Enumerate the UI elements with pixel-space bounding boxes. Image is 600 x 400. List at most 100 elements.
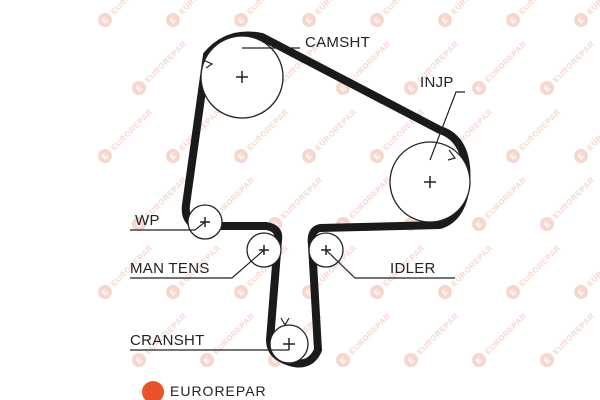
watermark-logo-icon <box>98 285 112 299</box>
watermark-text: EUROREPAR <box>109 0 154 16</box>
watermark-text: EUROREPAR <box>585 107 600 152</box>
watermark-logo-icon <box>506 285 520 299</box>
watermark-text: EUROREPAR <box>517 107 562 152</box>
watermark-logo-letter: E <box>474 219 485 230</box>
watermark-logo-icon <box>574 13 588 27</box>
watermark-logo-letter: E <box>406 355 417 366</box>
watermark-logo-icon <box>336 353 350 367</box>
watermark-logo-letter: E <box>270 355 281 366</box>
watermark-text: EUROREPAR <box>449 0 494 16</box>
watermark-text: EUROREPAR <box>245 0 290 16</box>
watermark-logo-letter: E <box>236 287 247 298</box>
watermark-logo-letter: E <box>576 15 587 26</box>
watermark-logo-icon <box>574 149 588 163</box>
watermark-text: EUROREPAR <box>313 107 358 152</box>
watermark-logo-icon <box>540 353 554 367</box>
watermark-text: EUROREPAR <box>279 175 324 220</box>
crankshaft-pulley <box>269 324 309 364</box>
watermark-logo-letter: E <box>304 151 315 162</box>
timing-mark-injection-pump <box>447 149 457 161</box>
watermark-logo-letter: E <box>372 151 383 162</box>
watermark-logo-icon <box>438 13 452 27</box>
watermark-logo-letter: E <box>134 219 145 230</box>
watermark-text: EUROREPAR <box>483 311 528 356</box>
watermark-logo-icon <box>404 81 418 95</box>
watermark-text: EUROREPAR <box>449 243 494 288</box>
injection-pump-pulley <box>389 141 471 223</box>
watermark-logo-icon <box>404 353 418 367</box>
watermark-logo-letter: E <box>372 15 383 26</box>
watermark-logo-letter: E <box>134 355 145 366</box>
watermark-logo-icon <box>506 13 520 27</box>
watermark-logo-letter: E <box>474 355 485 366</box>
watermark-logo-icon <box>234 13 248 27</box>
watermark-logo-icon <box>540 217 554 231</box>
watermark-logo-letter: E <box>236 15 247 26</box>
watermark-text: EUROREPAR <box>483 39 528 84</box>
label-injection-pump: INJP <box>420 74 454 91</box>
watermark-logo-letter: E <box>236 151 247 162</box>
watermark-logo-letter: E <box>168 287 179 298</box>
timing-mark-crankshaft <box>280 317 290 327</box>
watermark-logo-icon <box>302 13 316 27</box>
watermark-logo-letter: E <box>338 355 349 366</box>
watermark-logo-icon <box>98 149 112 163</box>
watermark-logo-letter: E <box>100 287 111 298</box>
watermark-logo-letter: E <box>168 15 179 26</box>
watermark-logo-letter: E <box>338 83 349 94</box>
watermark-logo-letter: E <box>508 15 519 26</box>
watermark-text: EUROREPAR <box>551 39 596 84</box>
label-crankshaft: CRANSHT <box>130 332 205 349</box>
watermark-logo-icon <box>370 13 384 27</box>
watermark-logo-letter: E <box>406 83 417 94</box>
leader-idler <box>325 249 455 279</box>
watermark-logo-letter: E <box>542 83 553 94</box>
watermark-logo-letter: E <box>270 219 281 230</box>
watermark-logo-letter: E <box>100 15 111 26</box>
watermark-text: EUROREPAR <box>551 175 596 220</box>
watermark-logo-icon <box>506 149 520 163</box>
watermark-text: EUROREPAR <box>177 0 222 16</box>
watermark-logo-icon <box>438 285 452 299</box>
leader-water-pump <box>130 221 206 231</box>
timing-mark-camshaft <box>202 59 214 69</box>
watermark-logo-icon <box>166 13 180 27</box>
watermark-logo-icon <box>472 81 486 95</box>
watermark-text: EUROREPAR <box>313 0 358 16</box>
watermark-logo-icon <box>234 149 248 163</box>
watermark-logo-icon <box>200 353 214 367</box>
watermark-text: EUROREPAR <box>551 311 596 356</box>
watermark-text: EUROREPAR <box>415 311 460 356</box>
watermark-logo-icon <box>370 285 384 299</box>
watermark-text: EUROREPAR <box>381 0 426 16</box>
watermark-text: EUROREPAR <box>347 175 392 220</box>
leader-manual-tensioner <box>130 249 265 279</box>
watermark-logo-letter: E <box>304 287 315 298</box>
leader-lines <box>130 47 465 351</box>
label-water-pump: WP <box>135 212 160 229</box>
watermark-text: EUROREPAR <box>585 0 600 16</box>
watermark-logo-icon <box>166 149 180 163</box>
watermark-text: EUROREPAR <box>517 0 562 16</box>
watermark-text: EUROREPAR <box>585 243 600 288</box>
watermark-logo-letter: E <box>168 151 179 162</box>
watermark-logo-icon <box>98 13 112 27</box>
watermark-logo-letter: E <box>542 219 553 230</box>
watermark-logo-letter: E <box>440 15 451 26</box>
watermark-logo-icon <box>472 353 486 367</box>
